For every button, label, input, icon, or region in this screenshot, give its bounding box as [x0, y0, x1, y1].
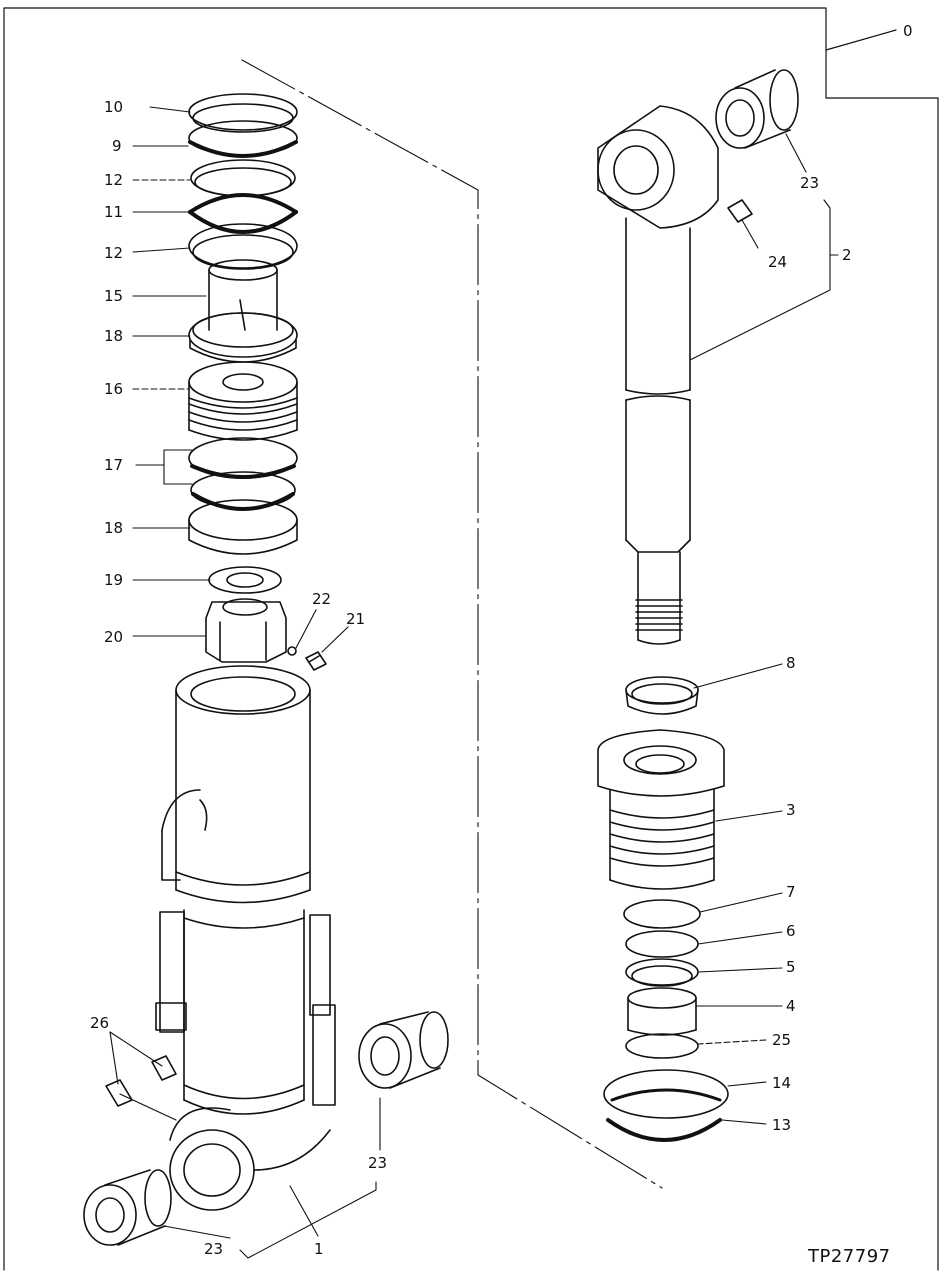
- part-14-backup-ring: [603, 1069, 729, 1119]
- part-17-seal-set: [188, 437, 298, 511]
- callout-26: 26: [90, 1014, 109, 1032]
- part-11-o-ring: [188, 193, 298, 234]
- part-19-washer: [208, 566, 282, 594]
- callout-25: 25: [772, 1031, 791, 1049]
- callout-19: 19: [104, 571, 123, 589]
- part-26-grease-fittings: [105, 1055, 177, 1107]
- callout-13: 13: [772, 1116, 791, 1134]
- part-7-ring: [623, 899, 701, 929]
- part-21-set-screw: [305, 651, 327, 671]
- callout-6: 6: [786, 922, 796, 940]
- part-8-wiper: [625, 676, 699, 715]
- callout-3: 3: [786, 801, 796, 819]
- part-6-seal: [625, 930, 699, 958]
- leader-lines: [109, 106, 839, 1259]
- callout-21: 21: [346, 610, 365, 628]
- part-23-bushing-upper: [358, 1011, 449, 1089]
- callout-17: 17: [104, 456, 123, 474]
- callout-18-lower: 18: [104, 519, 123, 537]
- part-23-bushing-lower: [83, 1169, 172, 1246]
- part-23-bushing-top: [715, 69, 799, 149]
- callout-23-left: 23: [204, 1240, 223, 1258]
- callout-23-right: 23: [368, 1154, 387, 1172]
- part-12-backup-ring-upper: [190, 159, 296, 197]
- part-12-backup-ring-lower: [188, 223, 298, 270]
- part-3-rod-guide: [597, 729, 725, 890]
- frame-lines: [3, 7, 939, 1271]
- part-1-cylinder-barrel: [155, 665, 336, 1211]
- part-5-seal: [625, 958, 699, 987]
- part-2-piston-rod: [597, 105, 719, 645]
- callout-14: 14: [772, 1074, 791, 1092]
- part-9-o-ring: [188, 120, 298, 158]
- callout-18-upper: 18: [104, 327, 123, 345]
- callout-12-lower: 12: [104, 244, 123, 262]
- callout-11: 11: [104, 203, 123, 221]
- callout-labels: 0 10 9 12 11 12 15 18 16 17 18 19 20 22 …: [90, 22, 913, 1267]
- callout-0: 0: [903, 22, 913, 40]
- part-24-grease-fitting: [727, 199, 753, 223]
- part-13-o-ring: [606, 1118, 722, 1142]
- callout-23-top: 23: [800, 174, 819, 192]
- callout-15: 15: [104, 287, 123, 305]
- part-25-ring: [625, 1033, 699, 1059]
- callout-2: 2: [842, 246, 852, 264]
- part-22-ball: [287, 646, 297, 656]
- callout-7: 7: [786, 883, 796, 901]
- callout-9: 9: [112, 137, 122, 155]
- part-15-bushing: [208, 259, 278, 331]
- callout-5: 5: [786, 958, 796, 976]
- callout-22: 22: [312, 590, 331, 608]
- callout-10: 10: [104, 98, 123, 116]
- part-20-lock-nut: [205, 598, 287, 663]
- callout-4: 4: [786, 997, 796, 1015]
- callout-24: 24: [768, 253, 787, 271]
- callout-12-upper: 12: [104, 171, 123, 189]
- callout-1: 1: [314, 1240, 324, 1258]
- callout-16: 16: [104, 380, 123, 398]
- callout-20: 20: [104, 628, 123, 646]
- part-18-wear-ring-lower: [188, 499, 298, 555]
- drawing-id: TP27797: [807, 1246, 891, 1267]
- callout-8: 8: [786, 654, 796, 672]
- part-16-piston: [188, 361, 298, 441]
- part-4-bushing: [627, 987, 697, 1036]
